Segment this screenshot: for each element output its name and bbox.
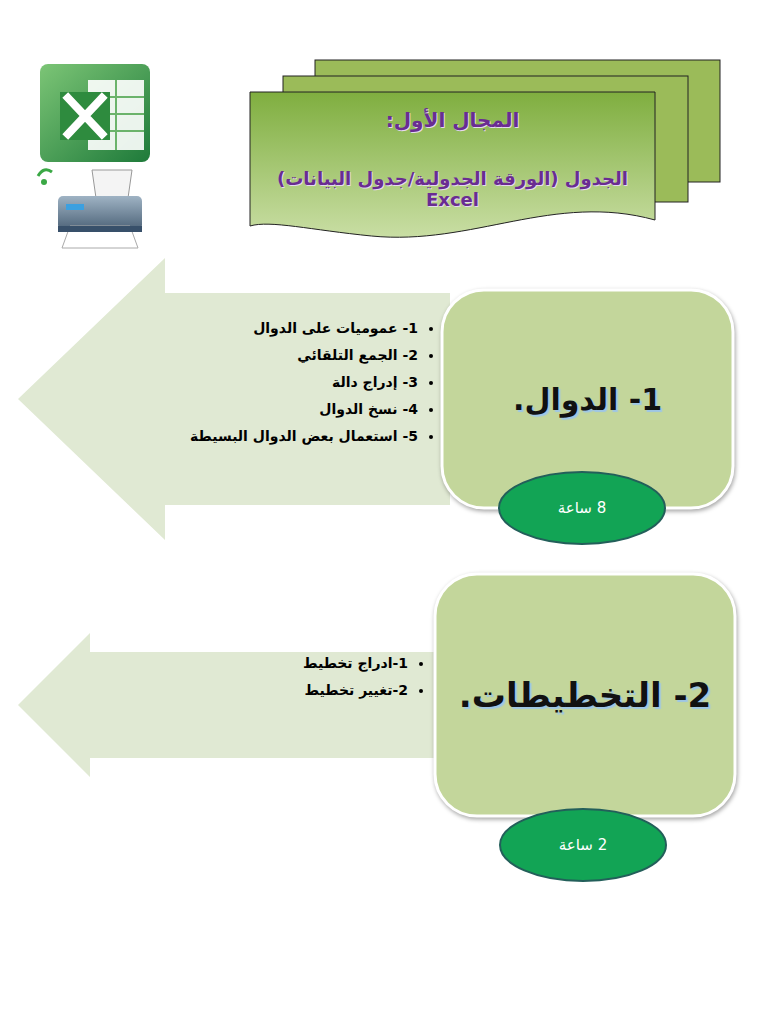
hours-label: 2 ساعة [559, 836, 607, 854]
oval-shape [500, 809, 666, 881]
hours-oval: 2 ساعة [498, 807, 668, 883]
banner-shape [250, 92, 655, 237]
arrow-list: 1-ادراج تخطيط2-تغيير تخطيط [18, 633, 440, 777]
shape-outline [18, 258, 450, 540]
hours-oval: 8 ساعة [497, 470, 667, 546]
list-item: 3- إدراج دالة [190, 369, 418, 396]
arrow-shape [18, 633, 440, 777]
topic-title: 2- التخطيطات. [459, 675, 711, 715]
arrow-shape [18, 258, 450, 540]
list-item: 1- عموميات على الدوال [190, 315, 418, 342]
list-item: 5- استعمال بعض الدوال البسيطة [190, 423, 418, 450]
topic-title: 1- الدوال. [513, 382, 662, 417]
list-item: 1-ادراج تخطيط [303, 650, 408, 677]
list-item: 2-تغيير تخطيط [303, 677, 408, 704]
topic-list: 1- عموميات على الدوال2- الجمع التلقائي3-… [190, 315, 436, 450]
oval-shape [499, 472, 665, 544]
list-item: 2- الجمع التلقائي [190, 342, 418, 369]
arrow-list: 1- عموميات على الدوال2- الجمع التلقائي3-… [18, 258, 450, 540]
excel-icon [38, 64, 150, 185]
topic-box: 2- التخطيطات. [433, 572, 737, 818]
topic-list: 1-ادراج تخطيط2-تغيير تخطيط [303, 650, 426, 704]
shape-outline [18, 633, 440, 777]
printer-icon [58, 170, 142, 248]
box-shape [435, 574, 735, 816]
list-item: 4- نسخ الدوال [190, 396, 418, 423]
title-banner: المجال الأول: الجدول (الورقة الجدولية/جدو… [250, 92, 655, 242]
hours-label: 8 ساعة [558, 499, 606, 517]
domain-heading: المجال الأول: [258, 108, 647, 132]
domain-subtitle: الجدول (الورقة الجدولية/جدول البيانات) E… [258, 168, 647, 210]
